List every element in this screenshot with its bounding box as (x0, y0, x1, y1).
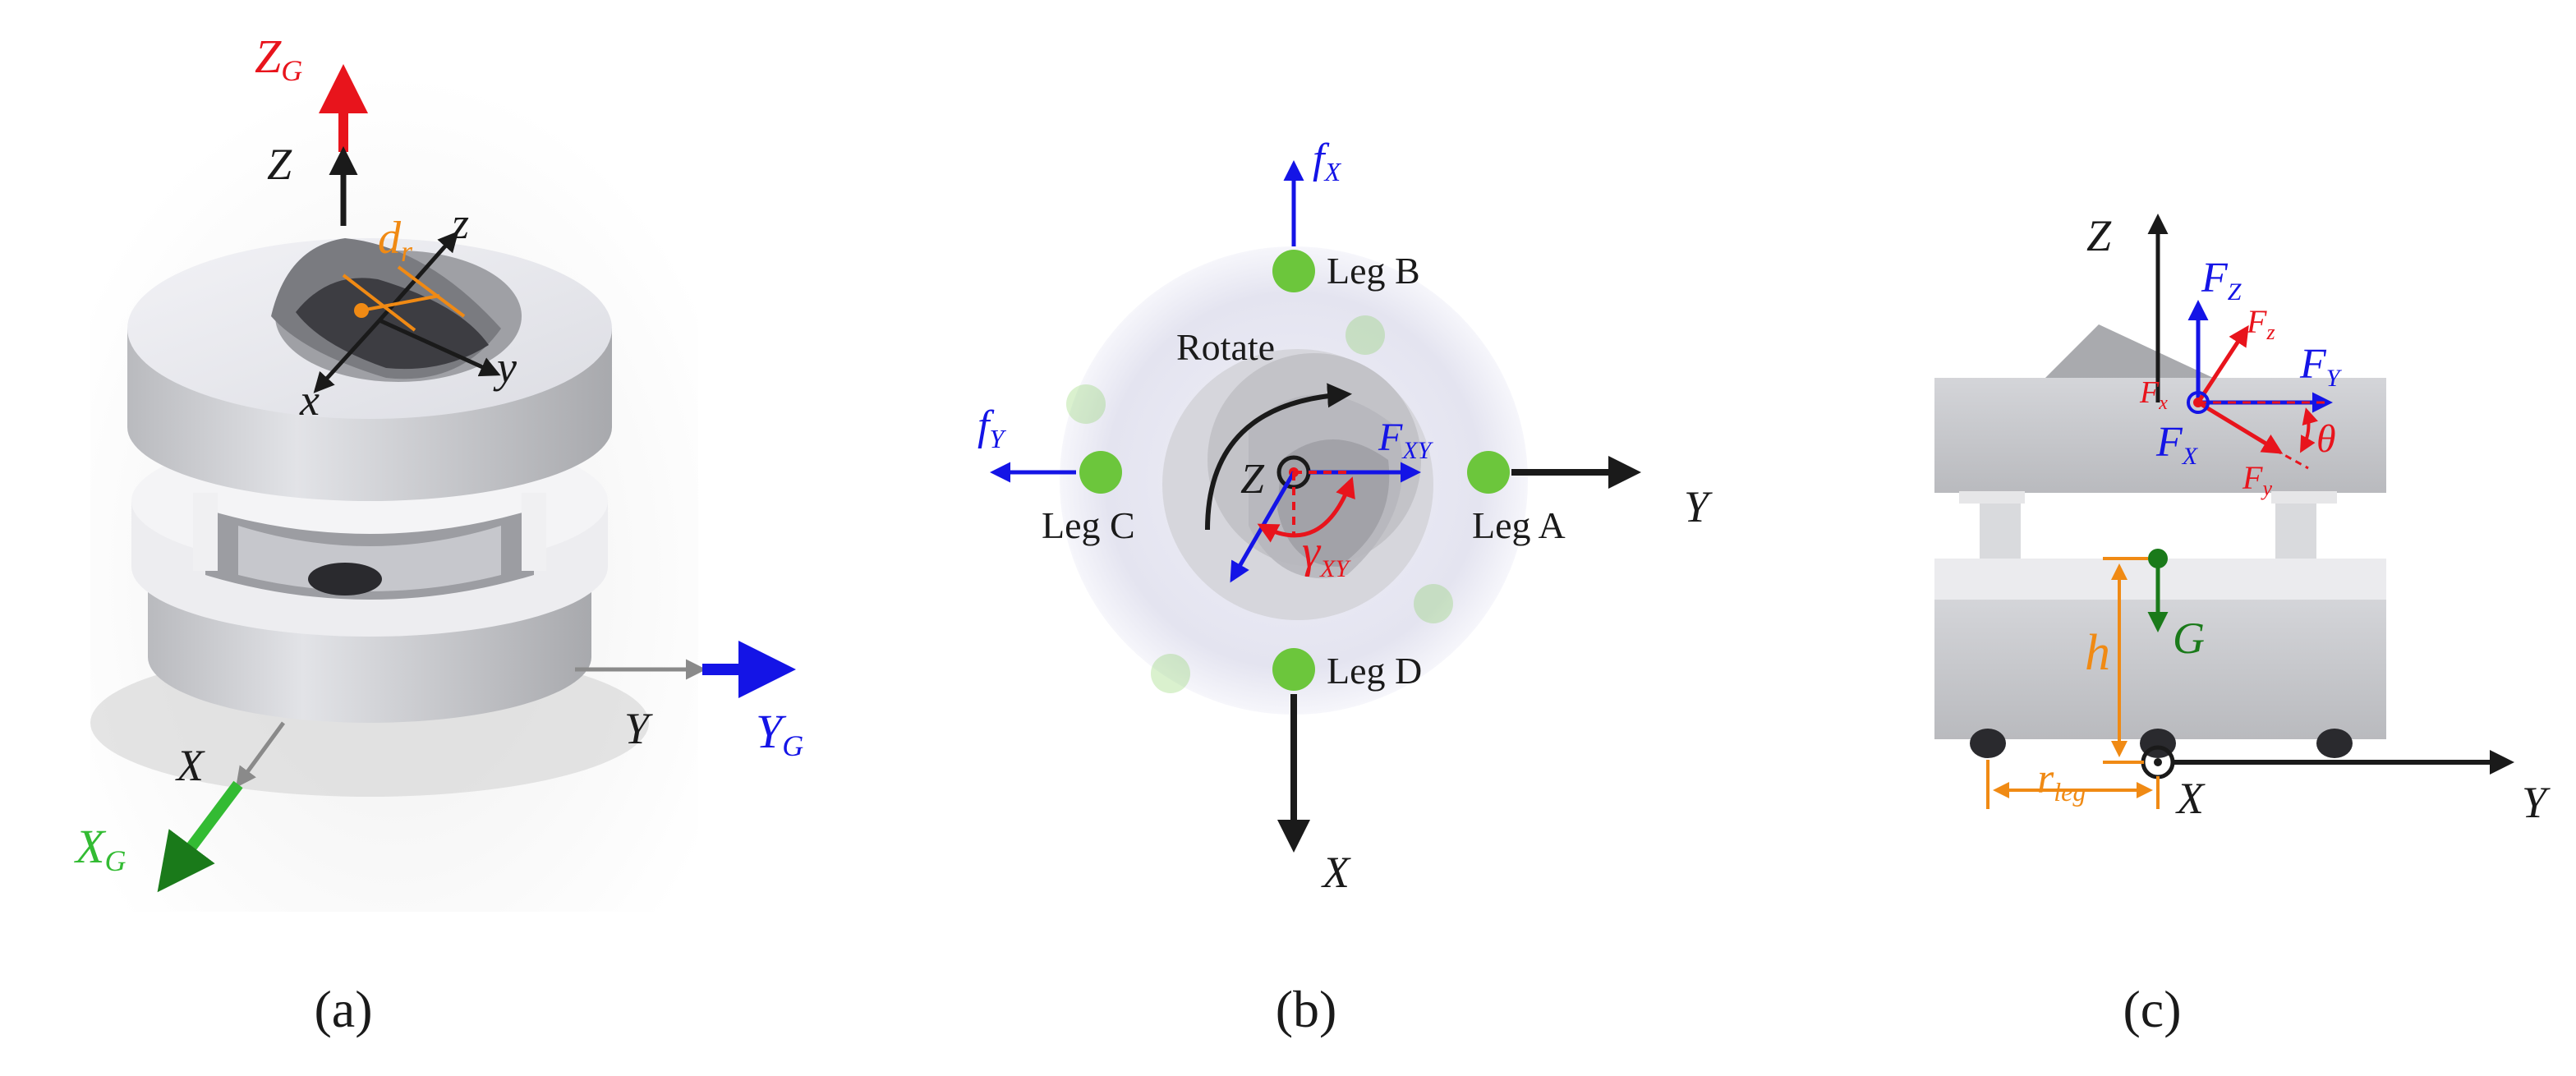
dr-center-dot (354, 303, 369, 318)
caption-b: (b) (1276, 980, 1337, 1038)
panel-b: fX fY Leg B Leg A Leg C Leg D Rotate Z F… (978, 136, 1713, 1038)
label-Z: Z (267, 140, 292, 189)
caption-c: (c) (2123, 980, 2181, 1038)
pillar-right-cap (2271, 491, 2337, 504)
faded-leg-2 (1066, 384, 1106, 424)
label-FX: FX (2155, 419, 2199, 470)
force-origin-dot (2193, 398, 2203, 407)
panel-a: ZG Z dr z x y Y YG X XG (a) (74, 30, 803, 1038)
x-axis-dot (2154, 758, 2162, 766)
axis-X-gray (236, 721, 286, 789)
label-leg-a: Leg A (1472, 504, 1566, 546)
leg-d-marker (1272, 648, 1315, 691)
dr-dim (361, 294, 440, 312)
label-FY: FY (2299, 341, 2343, 392)
leg-b-marker (1272, 250, 1315, 292)
label-fX: fX (1313, 136, 1341, 186)
arrow-Fy (2196, 400, 2284, 454)
faded-leg-4 (1151, 654, 1190, 693)
label-local-x: x (299, 375, 320, 425)
label-X: X (175, 741, 205, 790)
slot-tab-right (522, 493, 546, 571)
label-X: X (2175, 774, 2206, 823)
center-hole (308, 563, 382, 595)
label-Z: Z (1240, 456, 1265, 503)
label-Z: Z (2086, 211, 2112, 260)
label-FXY: FXY (1378, 416, 1434, 464)
panel-c: Z FZ Fz FY Fx FX Fy θ G h rleg X Y (c) (1934, 211, 2551, 1038)
label-X: X (1321, 848, 1351, 897)
label-Y: Y (1684, 482, 1713, 531)
axis-local-x (313, 319, 381, 393)
leg-c-marker (1079, 451, 1122, 494)
label-local-z: z (451, 199, 469, 248)
foot-left (1970, 729, 2006, 758)
faded-leg-1 (1346, 315, 1385, 355)
theta-ref-2 (2275, 448, 2309, 470)
label-fY: fY (978, 402, 1006, 453)
label-G: G (2173, 614, 2205, 663)
label-Fz: Fz (2246, 303, 2275, 344)
faded-leg-3 (1414, 584, 1453, 623)
label-theta: θ (2316, 417, 2336, 461)
label-dr: dr (378, 213, 413, 268)
pillar-left-cap (1959, 491, 2025, 504)
label-rleg: rleg (2037, 756, 2086, 807)
label-leg-d: Leg D (1327, 650, 1422, 692)
slot-tab-left (193, 493, 218, 571)
label-Fy: Fy (2242, 459, 2272, 500)
label-ZG: ZG (255, 30, 302, 87)
dr-line-1 (342, 274, 416, 332)
label-FZ: FZ (2201, 255, 2242, 306)
label-leg-c: Leg C (1042, 504, 1135, 546)
lower-block (1934, 600, 2386, 739)
label-h: h (2085, 625, 2110, 681)
window-inner (238, 526, 501, 591)
theta-arc (2300, 407, 2318, 453)
gamma-arc (1257, 476, 1355, 543)
arrow-Fz (2196, 324, 2249, 404)
label-XG: XG (74, 820, 126, 877)
label-leg-b: Leg B (1327, 250, 1420, 292)
label-Fx: Fx (2139, 375, 2168, 414)
label-rotate: Rotate (1176, 326, 1275, 368)
dr-line-2 (397, 265, 466, 318)
force-origin-ring (2187, 391, 2210, 414)
axis-XG (157, 780, 243, 893)
label-gamma: γXY (1302, 527, 1351, 582)
label-YG: YG (756, 705, 803, 762)
label-Y: Y (624, 704, 653, 753)
tilted-tube-side (2045, 324, 2222, 386)
rotate-arrow (1205, 383, 1352, 531)
cog-dot (2148, 549, 2168, 568)
leg-a-marker (1467, 451, 1510, 494)
label-local-y: y (493, 343, 517, 392)
caption-a: (a) (314, 980, 372, 1038)
axis-local-y (378, 318, 501, 377)
foot-right (2316, 729, 2353, 758)
label-Y: Y (2522, 778, 2551, 827)
